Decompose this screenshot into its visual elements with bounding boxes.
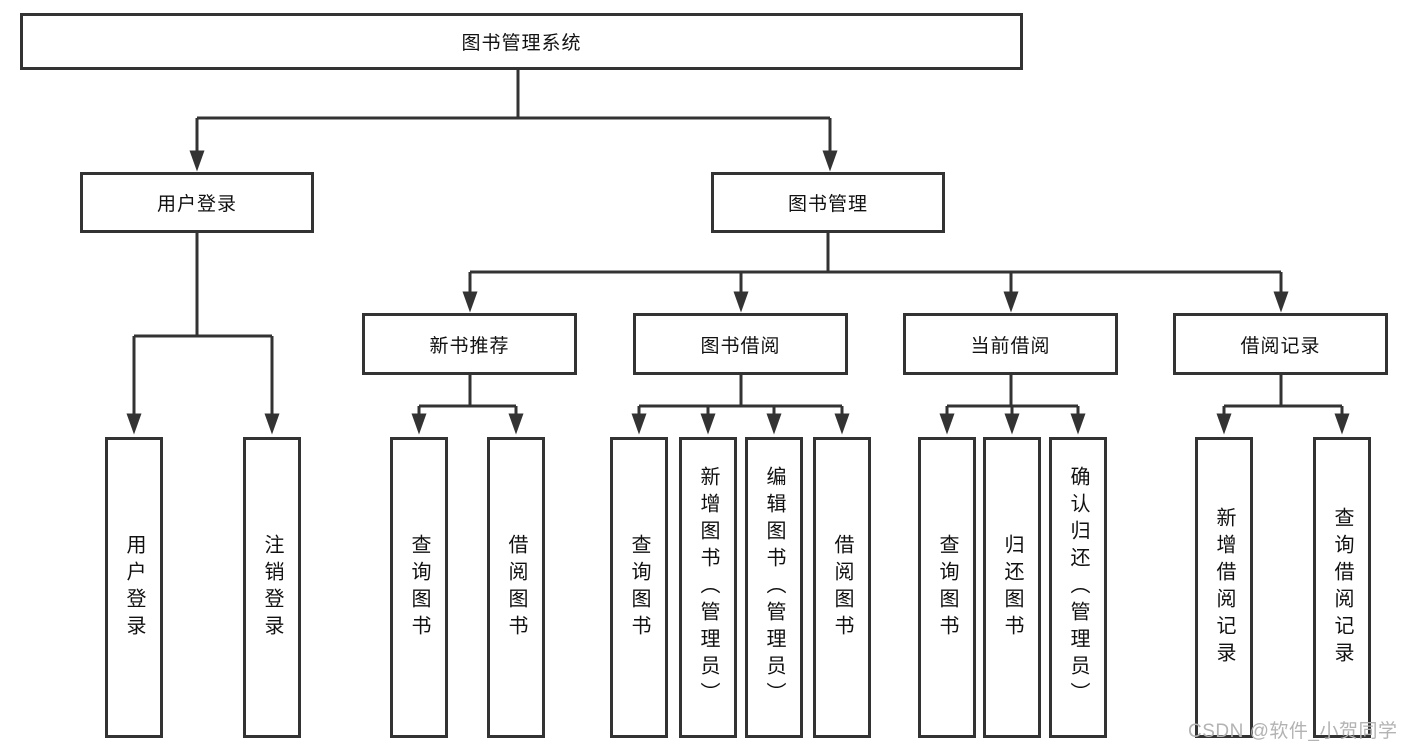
connector-root-to-level2: [189, 69, 838, 172]
leaf-query-books-borrowing: 查询图书: [610, 437, 668, 738]
node-book-borrowing: 图书借阅: [633, 313, 848, 375]
leaf-borrow-books: 借阅图书: [813, 437, 871, 738]
connector-borrowing-records-children: [1216, 375, 1350, 435]
node-user-login: 用户登录: [80, 172, 314, 233]
leaf-query-books-recommend: 查询图书: [390, 437, 448, 738]
leaf-return-books-label: 归还图书: [1001, 533, 1023, 642]
leaf-confirm-return-admin: 确认归还（管理员）: [1049, 437, 1107, 738]
node-current-borrowing: 当前借阅: [903, 313, 1118, 375]
node-borrowing-records: 借阅记录: [1173, 313, 1388, 375]
leaf-edit-books-admin: 编辑图书（管理员）: [745, 437, 803, 738]
node-root: 图书管理系统: [20, 13, 1023, 70]
leaf-query-books-current-label: 查询图书: [936, 533, 958, 642]
leaf-logout: 注销登录: [243, 437, 301, 738]
connector-new-book-recommend-children: [411, 375, 524, 435]
leaf-return-books: 归还图书: [983, 437, 1041, 738]
leaf-add-borrow-record: 新增借阅记录: [1195, 437, 1253, 738]
watermark: CSDN @软件_小贺同学: [1188, 721, 1398, 742]
leaf-logout-label: 注销登录: [261, 533, 283, 642]
leaf-borrow-books-recommend: 借阅图书: [487, 437, 545, 738]
leaf-confirm-return-admin-label: 确认归还（管理员）: [1067, 466, 1089, 709]
leaf-add-books-admin: 新增图书（管理员）: [679, 437, 737, 738]
connector-current-borrowing-children: [939, 375, 1086, 435]
connector-book-management-children: [462, 233, 1289, 313]
connector-user-login-children: [126, 233, 280, 435]
leaf-query-books-recommend-label: 查询图书: [408, 533, 430, 642]
leaf-borrow-books-label: 借阅图书: [831, 533, 853, 642]
leaf-query-books-borrowing-label: 查询图书: [628, 533, 650, 642]
leaf-query-books-current: 查询图书: [918, 437, 976, 738]
leaf-query-borrow-record: 查询借阅记录: [1313, 437, 1371, 738]
leaf-add-books-admin-label: 新增图书（管理员）: [697, 466, 719, 709]
leaf-user-login: 用户登录: [105, 437, 163, 738]
connector-book-borrowing-children: [631, 375, 850, 435]
leaf-add-borrow-record-label: 新增借阅记录: [1213, 506, 1235, 669]
node-new-book-recommend: 新书推荐: [362, 313, 577, 375]
leaf-borrow-books-recommend-label: 借阅图书: [505, 533, 527, 642]
leaf-edit-books-admin-label: 编辑图书（管理员）: [763, 466, 785, 709]
node-book-management: 图书管理: [711, 172, 945, 233]
leaf-user-login-label: 用户登录: [123, 533, 145, 642]
leaf-query-borrow-record-label: 查询借阅记录: [1331, 506, 1353, 669]
